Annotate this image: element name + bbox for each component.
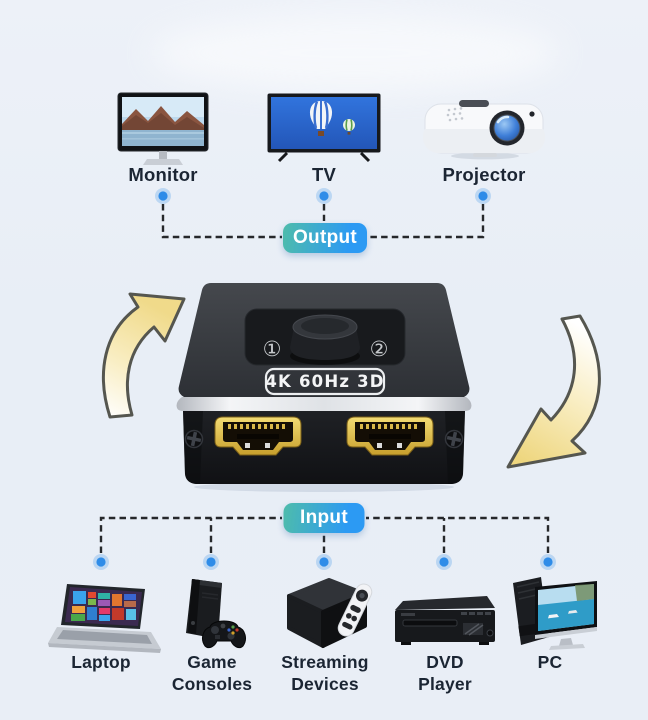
dot-dvd: [436, 554, 452, 570]
tv-label: TV: [311, 164, 337, 185]
hdmi-switch-image: ① ② 4K 60Hz 3D: [176, 283, 472, 492]
screw-right-icon: [444, 429, 464, 449]
dot-game-consoles: [203, 554, 219, 570]
projector-label: Projector: [442, 164, 526, 185]
pc-icon: [513, 577, 597, 650]
balloon-large: [309, 101, 333, 136]
background-glow: [150, 14, 560, 92]
projector-icon: [423, 100, 545, 160]
device-shadow: [194, 482, 454, 492]
dot-laptop: [93, 554, 109, 570]
dvd-player-label: DVD Player: [418, 652, 472, 694]
dot-monitor: [155, 188, 171, 204]
selector-knob: [290, 314, 360, 365]
connector-monitor: [161, 204, 282, 239]
port2-number-label: ②: [370, 337, 389, 361]
hdmi-port-2: [346, 416, 434, 456]
spec-badge-outline: [264, 367, 386, 396]
balloon-small: [343, 119, 355, 135]
game-controller: [202, 620, 246, 649]
dot-tv: [316, 188, 332, 204]
hdmi-port-1: [214, 416, 302, 456]
pc-label: PC: [537, 652, 563, 672]
port1-number-label: ①: [263, 337, 282, 361]
screw-left-icon: [184, 429, 204, 449]
connector-projector: [368, 204, 485, 239]
curved-arrow-left-icon: [101, 292, 186, 419]
dot-projector: [475, 188, 491, 204]
game-consoles-label: Game Consoles: [171, 652, 253, 694]
dvd-vent-stripes: [463, 623, 484, 636]
streaming-devices-icon: [287, 578, 373, 648]
dot-streaming: [316, 554, 332, 570]
streaming-devices-label: Streaming Devices: [281, 652, 369, 694]
spec-label: 4K 60Hz 3D: [265, 372, 384, 391]
game-consoles-icon: [186, 579, 246, 649]
connector-laptop: [99, 516, 282, 553]
monitor-icon: [117, 92, 209, 165]
laptop-tiles: [71, 591, 136, 621]
output-badge: Output: [283, 223, 367, 253]
laptop-icon: [48, 584, 161, 653]
dot-pc: [540, 554, 556, 570]
projector-vents: [446, 107, 464, 122]
monitor-label: Monitor: [128, 164, 198, 185]
dvd-player-icon: [395, 596, 495, 645]
curved-arrow-right-icon: [506, 314, 601, 469]
tv-icon: [267, 93, 381, 163]
device-silver-rim: [176, 397, 472, 411]
input-badge: Input: [283, 503, 365, 533]
laptop-label: Laptop: [71, 652, 131, 672]
streaming-remote: [337, 583, 373, 637]
connector-pc: [366, 516, 550, 553]
connector-dots: [93, 188, 556, 570]
